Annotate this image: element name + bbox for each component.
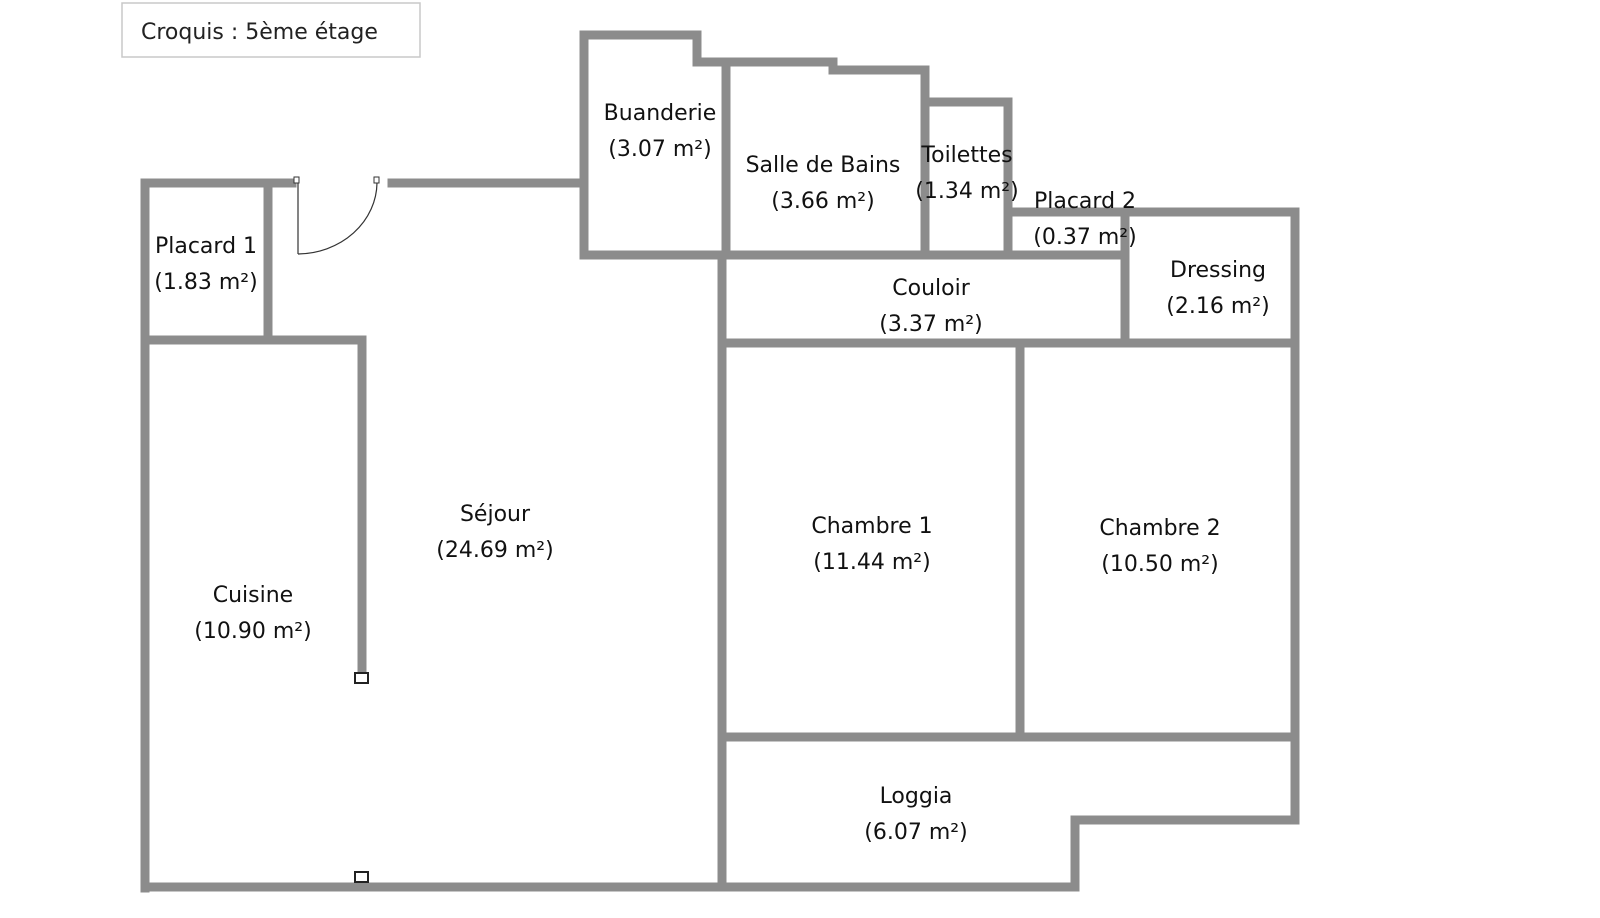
room-name: Dressing (1170, 258, 1266, 283)
room-name: Toilettes (920, 143, 1012, 168)
room-area: (1.34 m²) (915, 179, 1018, 204)
room-name: Chambre 1 (811, 514, 932, 539)
wall-outer-left (140, 178, 297, 893)
room-name: Chambre 2 (1099, 516, 1220, 541)
room-buanderie: Buanderie (3.07 m²) (604, 101, 717, 162)
room-area: (3.07 m²) (608, 137, 711, 162)
room-area: (3.37 m²) (879, 312, 982, 337)
room-cuisine: Cuisine (10.90 m²) (194, 583, 311, 644)
wall-bottom (140, 207, 1300, 892)
room-area: (2.16 m²) (1166, 294, 1269, 319)
wall-end-marker (354, 871, 369, 883)
room-couloir: Couloir (3.37 m²) (879, 276, 982, 337)
room-name: Loggia (880, 784, 953, 809)
entry-door[interactable] (293, 176, 380, 255)
room-placard-1: Placard 1 (1.83 m²) (154, 234, 257, 295)
room-area: (10.90 m²) (194, 619, 311, 644)
room-name: Salle de Bains (746, 153, 901, 178)
room-toilettes: Toilettes (1.34 m²) (915, 143, 1018, 204)
room-sejour: Séjour (24.69 m²) (436, 502, 553, 563)
room-name: Buanderie (604, 101, 717, 126)
room-chambre-1: Chambre 1 (11.44 m²) (811, 514, 932, 575)
room-area: (10.50 m²) (1101, 552, 1218, 577)
room-area: (24.69 m²) (436, 538, 553, 563)
room-area: (0.37 m²) (1033, 225, 1136, 250)
room-salle-de-bains: Salle de Bains (3.66 m²) (746, 153, 901, 214)
room-chambre-2: Chambre 2 (10.50 m²) (1099, 516, 1220, 577)
wall-toilettes (920, 97, 1013, 260)
walls (140, 30, 1300, 893)
room-labels: Buanderie (3.07 m²) Salle de Bains (3.66 m… (154, 101, 1269, 845)
room-area: (3.66 m²) (771, 189, 874, 214)
wall-end-marker (354, 672, 369, 684)
room-area: (11.44 m²) (813, 550, 930, 575)
room-name: Cuisine (213, 583, 293, 608)
room-area: (1.83 m²) (154, 270, 257, 295)
room-placard-2: Placard 2 (0.37 m²) (1033, 189, 1136, 250)
wall-buanderie (579, 30, 930, 260)
room-name: Couloir (892, 276, 970, 301)
wall-cuisine (140, 335, 367, 679)
room-loggia: Loggia (6.07 m²) (864, 784, 967, 845)
room-area: (6.07 m²) (864, 820, 967, 845)
room-name: Placard 2 (1034, 189, 1136, 214)
room-name: Séjour (460, 502, 531, 527)
title-box: Croquis : 5ème étage (121, 2, 421, 58)
plan-title: Croquis : 5ème étage (141, 20, 378, 45)
room-dressing: Dressing (2.16 m²) (1166, 258, 1269, 319)
room-name: Placard 1 (155, 234, 257, 259)
